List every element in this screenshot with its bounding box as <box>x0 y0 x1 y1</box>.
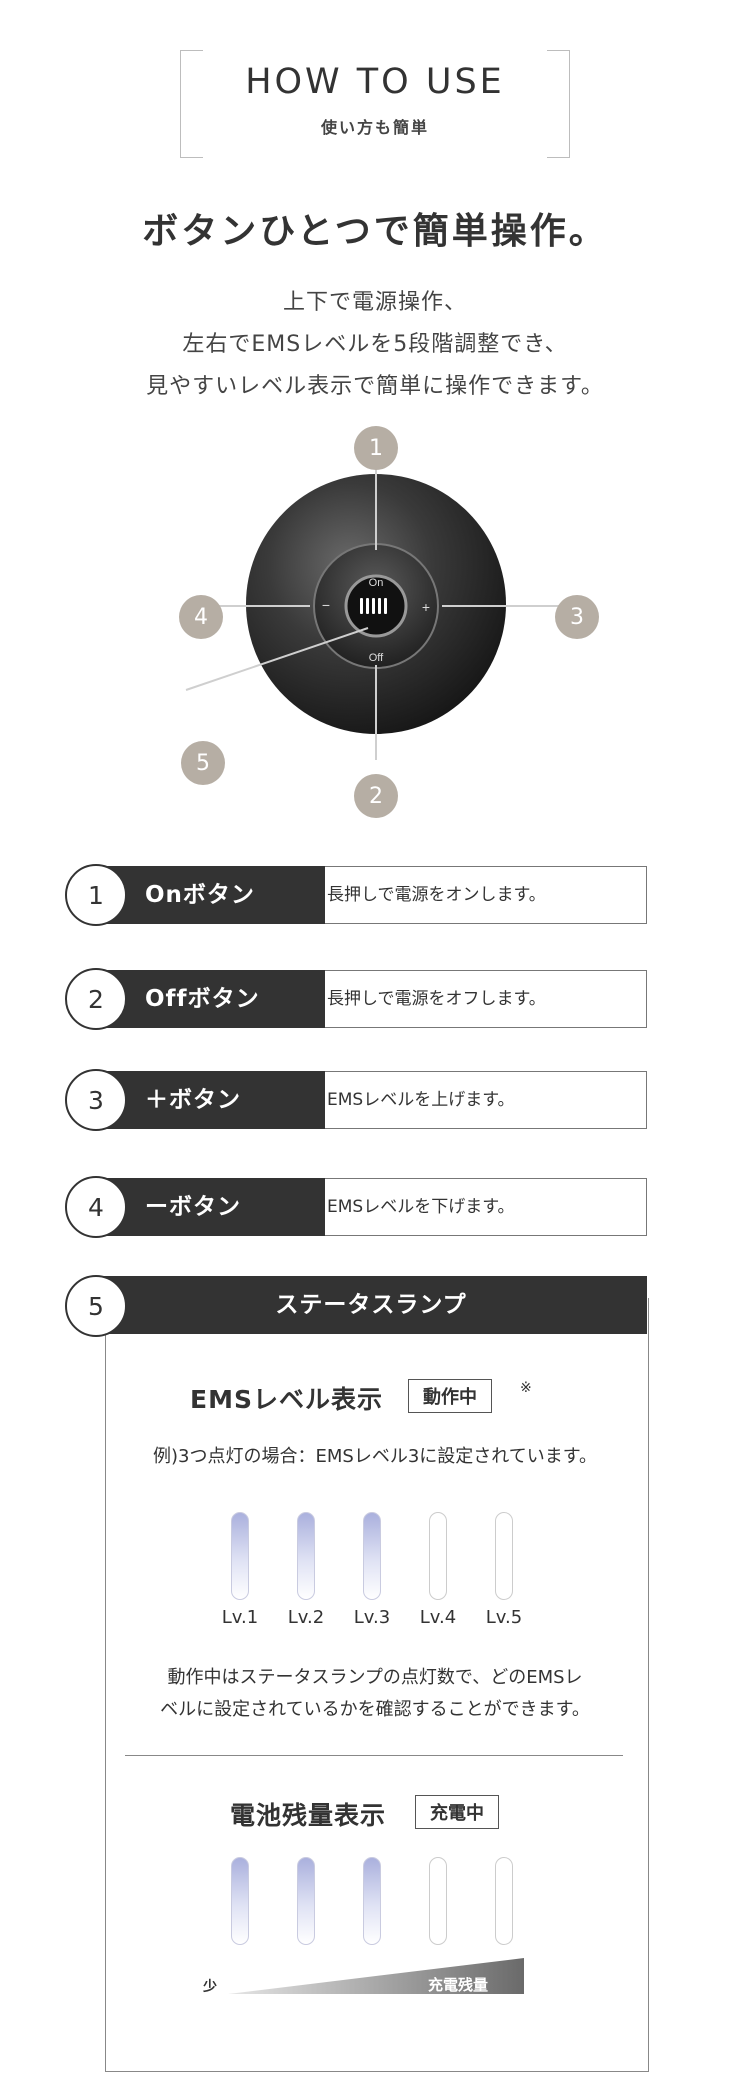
button-row-on: Onボタン 長押しで電源をオンします。 1 <box>65 864 647 926</box>
row-number: 3 <box>65 1069 127 1131</box>
battery-title: 電池残量表示 <box>230 1801 387 1830</box>
description-line: 上下で電源操作、 <box>282 290 467 315</box>
frame-right-bracket <box>547 50 570 158</box>
plus-button-label: ＋ボタン <box>145 1087 241 1113</box>
marker-3: 3 <box>555 595 599 639</box>
row-label-bg <box>95 1071 325 1129</box>
button-row-plus: ＋ボタン EMSレベルを上げます。 3 <box>65 1069 647 1131</box>
ems-note-mark: ※ <box>520 1380 532 1396</box>
ems-lamp-5 <box>495 1512 513 1600</box>
status-lamp-panel <box>105 1298 649 2072</box>
button-row-off: Offボタン 長押しで電源をオフします。 2 <box>65 968 647 1030</box>
row-number: 5 <box>65 1275 127 1337</box>
ems-level-title: EMSレベル表示 <box>190 1385 383 1414</box>
minus-button-desc: EMSレベルを下げます。 <box>327 1197 515 1217</box>
description-line: 見やすいレベル表示で簡単に操作できます。 <box>146 374 604 399</box>
ems-lamp-2 <box>297 1512 315 1600</box>
status-lamp <box>344 574 408 638</box>
minus-button-label: ーボタン <box>145 1194 241 1220</box>
battery-gauge-label: 充電残量 <box>428 1976 489 1994</box>
status-lamp-title: ステータスランプ <box>275 1292 467 1318</box>
marker-5: 5 <box>181 741 225 785</box>
row-label-bg <box>95 1178 325 1236</box>
row-number: 2 <box>65 968 127 1030</box>
row-label-bg <box>95 866 325 924</box>
section-title: HOW TO USE <box>245 62 505 102</box>
marker-1: 1 <box>354 426 398 470</box>
headline: ボタンひとつで簡単操作。 <box>142 211 608 252</box>
row-number: 1 <box>65 864 127 926</box>
ems-explanation: 動作中はステータスランプの点灯数で、どのEMSレ ベルに設定されているかを確認す… <box>0 1662 750 1726</box>
lamp-indicators <box>360 598 387 614</box>
ems-status-tag: 動作中 <box>408 1379 492 1413</box>
description-line: 左右でEMSレベルを5段階調整でき、 <box>182 332 568 357</box>
level-label: Lv.4 <box>419 1607 457 1628</box>
off-button-label: Offボタン <box>145 986 260 1012</box>
battery-lamp-5 <box>495 1857 513 1945</box>
ems-lamp-4 <box>429 1512 447 1600</box>
button-row-minus: ーボタン EMSレベルを下げます。 4 <box>65 1176 647 1238</box>
row-label-bg <box>95 970 325 1028</box>
battery-low-label: 少 <box>203 1979 217 1995</box>
level-label: Lv.5 <box>485 1607 523 1628</box>
ems-lamp-3 <box>363 1512 381 1600</box>
battery-gauge <box>228 1958 524 1994</box>
on-label: On <box>369 577 384 589</box>
battery-status-tag: 充電中 <box>415 1795 499 1829</box>
frame-left-bracket <box>180 50 203 158</box>
battery-lamp-4 <box>429 1857 447 1945</box>
on-button-label: Onボタン <box>145 882 255 908</box>
battery-lamp-1 <box>231 1857 249 1945</box>
plus-label: + <box>422 599 430 615</box>
marker-2: 2 <box>354 774 398 818</box>
device-illustration: On Off + − <box>185 450 562 760</box>
status-lamp-header: ステータスランプ <box>95 1276 647 1334</box>
ems-example: 例)3つ点灯の場合：EMSレベル3に設定されています。 <box>153 1446 597 1467</box>
row-number: 4 <box>65 1176 127 1238</box>
plus-button-desc: EMSレベルを上げます。 <box>327 1090 515 1110</box>
level-label: Lv.3 <box>353 1607 391 1628</box>
level-label: Lv.1 <box>221 1607 259 1628</box>
off-button-desc: 長押しで電源をオフします。 <box>327 989 546 1009</box>
battery-lamp-3 <box>363 1857 381 1945</box>
divider <box>125 1755 623 1756</box>
battery-lamp-2 <box>297 1857 315 1945</box>
description: 上下で電源操作、 左右でEMSレベルを5段階調整でき、 見やすいレベル表示で簡単… <box>0 282 750 408</box>
minus-label: − <box>322 597 330 613</box>
section-subtitle: 使い方も簡単 <box>320 118 429 137</box>
on-button-desc: 長押しで電源をオンします。 <box>327 885 546 905</box>
level-label: Lv.2 <box>287 1607 325 1628</box>
ems-explanation-line: ベルに設定されているかを確認することができます。 <box>160 1699 590 1720</box>
marker-4: 4 <box>179 595 223 639</box>
ems-explanation-line: 動作中はステータスランプの点灯数で、どのEMSレ <box>167 1667 583 1688</box>
ems-lamp-1 <box>231 1512 249 1600</box>
header-frame <box>180 50 570 158</box>
off-label: Off <box>369 652 384 664</box>
